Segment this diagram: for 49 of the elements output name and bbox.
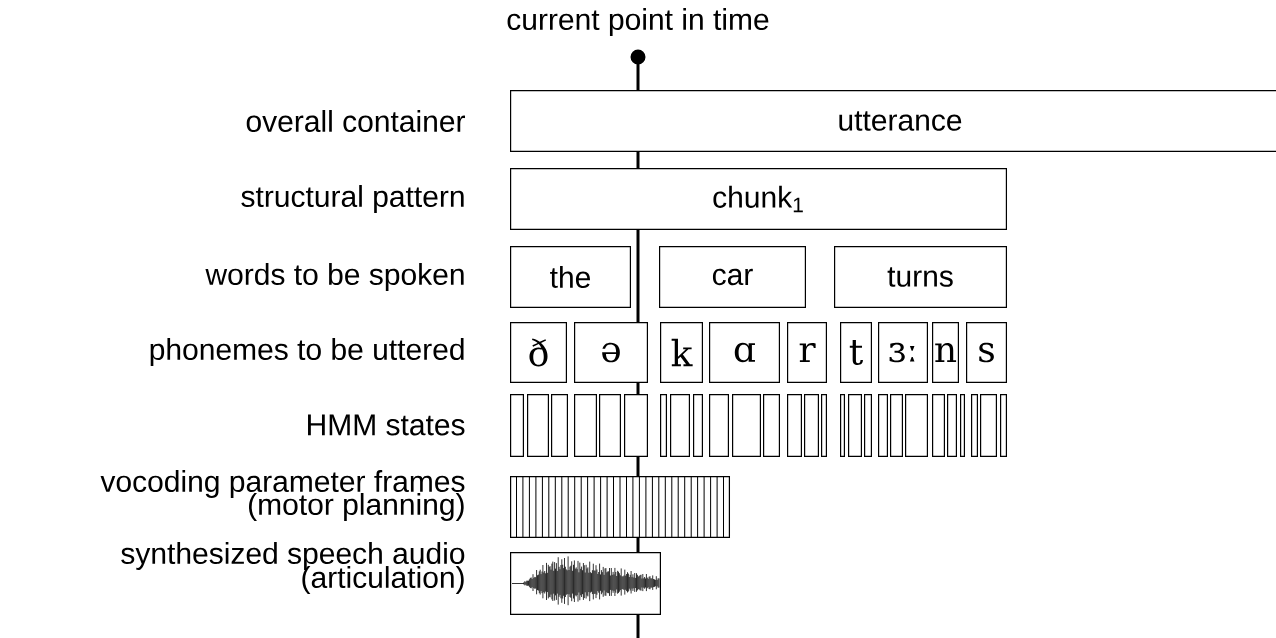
hmm-state-box <box>840 394 845 457</box>
hmm-state-box <box>1000 394 1007 457</box>
chunk-box: chunk$_{1}$ <box>510 168 1007 230</box>
hmm-state-box <box>864 394 872 457</box>
hmm-state-box <box>670 394 690 457</box>
phoneme-box: ɜː <box>878 322 928 383</box>
hmm-state-box <box>890 394 903 457</box>
hmm-state-box <box>510 394 524 457</box>
row-label: words to be spoken <box>205 263 464 291</box>
row-label: structural pattern <box>241 185 464 213</box>
hmm-state-box <box>660 394 667 457</box>
hmm-state-box <box>878 394 888 457</box>
phoneme-box: s <box>966 322 1007 383</box>
row-label: HMM states <box>308 414 465 436</box>
hmm-state-box <box>599 394 621 457</box>
hmm-state-box <box>551 394 568 457</box>
word-box: the <box>510 246 631 308</box>
row-label: overall container <box>246 110 465 132</box>
row-label: phonemes to be uttered <box>150 338 464 366</box>
phoneme-box: n <box>932 322 959 383</box>
hmm-state-box <box>821 394 827 457</box>
hmm-state-box <box>804 394 819 457</box>
hmm-state-box <box>980 394 997 457</box>
parameter-frames-drawing <box>510 475 730 539</box>
hmm-state-box <box>732 394 761 457</box>
hmm-state-box <box>960 394 965 457</box>
hmm-state-box <box>932 394 945 457</box>
hmm-state-box <box>971 394 978 457</box>
phoneme-box: k <box>660 322 703 383</box>
hmm-state-box <box>527 394 549 457</box>
hmm-state-box <box>624 394 648 457</box>
hmm-state-box <box>693 394 703 457</box>
phoneme-box: ɑ <box>709 322 780 383</box>
phoneme-box: ə <box>574 322 648 383</box>
phoneme-box: r <box>787 322 827 383</box>
word-box: turns <box>834 246 1007 308</box>
hmm-state-box <box>947 394 957 457</box>
waveform-drawing <box>510 552 661 615</box>
hmm-state-box <box>574 394 597 457</box>
hmm-state-box <box>905 394 928 457</box>
phoneme-box: t <box>840 322 872 383</box>
hmm-state-box <box>763 394 780 457</box>
word-box: car <box>659 246 806 308</box>
phoneme-box: ð <box>510 322 567 383</box>
hmm-state-box <box>709 394 729 457</box>
time-label: current point in time <box>507 8 769 36</box>
hmm-state-box <box>848 394 862 457</box>
hmm-state-box <box>787 394 802 457</box>
utterance-box: utterance <box>510 90 1276 152</box>
